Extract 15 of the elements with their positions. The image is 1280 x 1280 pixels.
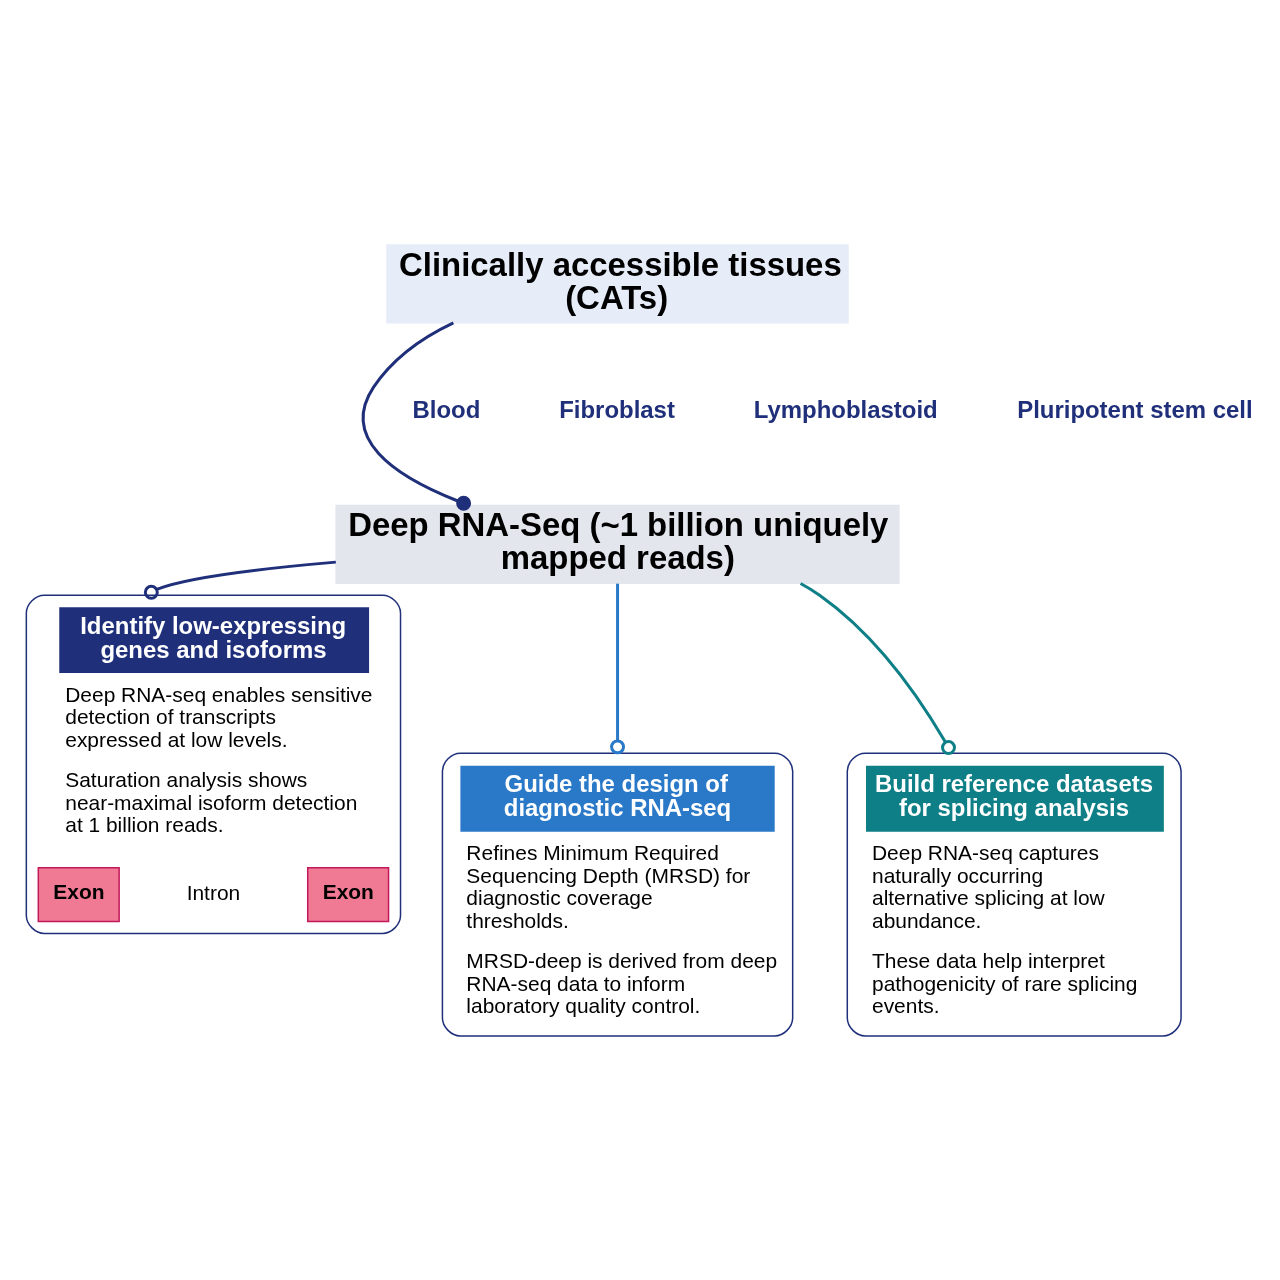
node-box: Deep RNA-Seq (~1 billion uniquely mapped reads) <box>335 504 900 584</box>
connector <box>799 581 956 755</box>
label: Fibroblast <box>559 395 675 423</box>
connector <box>361 321 472 511</box>
connector <box>143 560 336 600</box>
node-box: Guide the design of diagnostic RNA-seq Refines Minimum Required Sequencing Depth (MRSD) for diagnostic coverage thresholds. MRSD-deep is derived from deep RNA-seq data to inform laboratory quality control. <box>441 751 794 1037</box>
node-box: Exon <box>306 866 390 922</box>
node-box: Exon <box>37 866 120 922</box>
label: Lymphoblastoid <box>753 395 938 423</box>
node-box: Build reference datasets for splicing analysis Deep RNA-seq captures naturally occurring alternative splicing at low abundance. These data help interpret pathogenicity of rare splicing events. <box>846 751 1182 1037</box>
node-box: Clinically accessible tissues (CATs) <box>386 243 849 324</box>
label: Blood <box>412 395 481 423</box>
connector <box>610 583 626 754</box>
label: Intron <box>186 880 241 904</box>
label: Pluripotent stem cell <box>1017 395 1253 423</box>
